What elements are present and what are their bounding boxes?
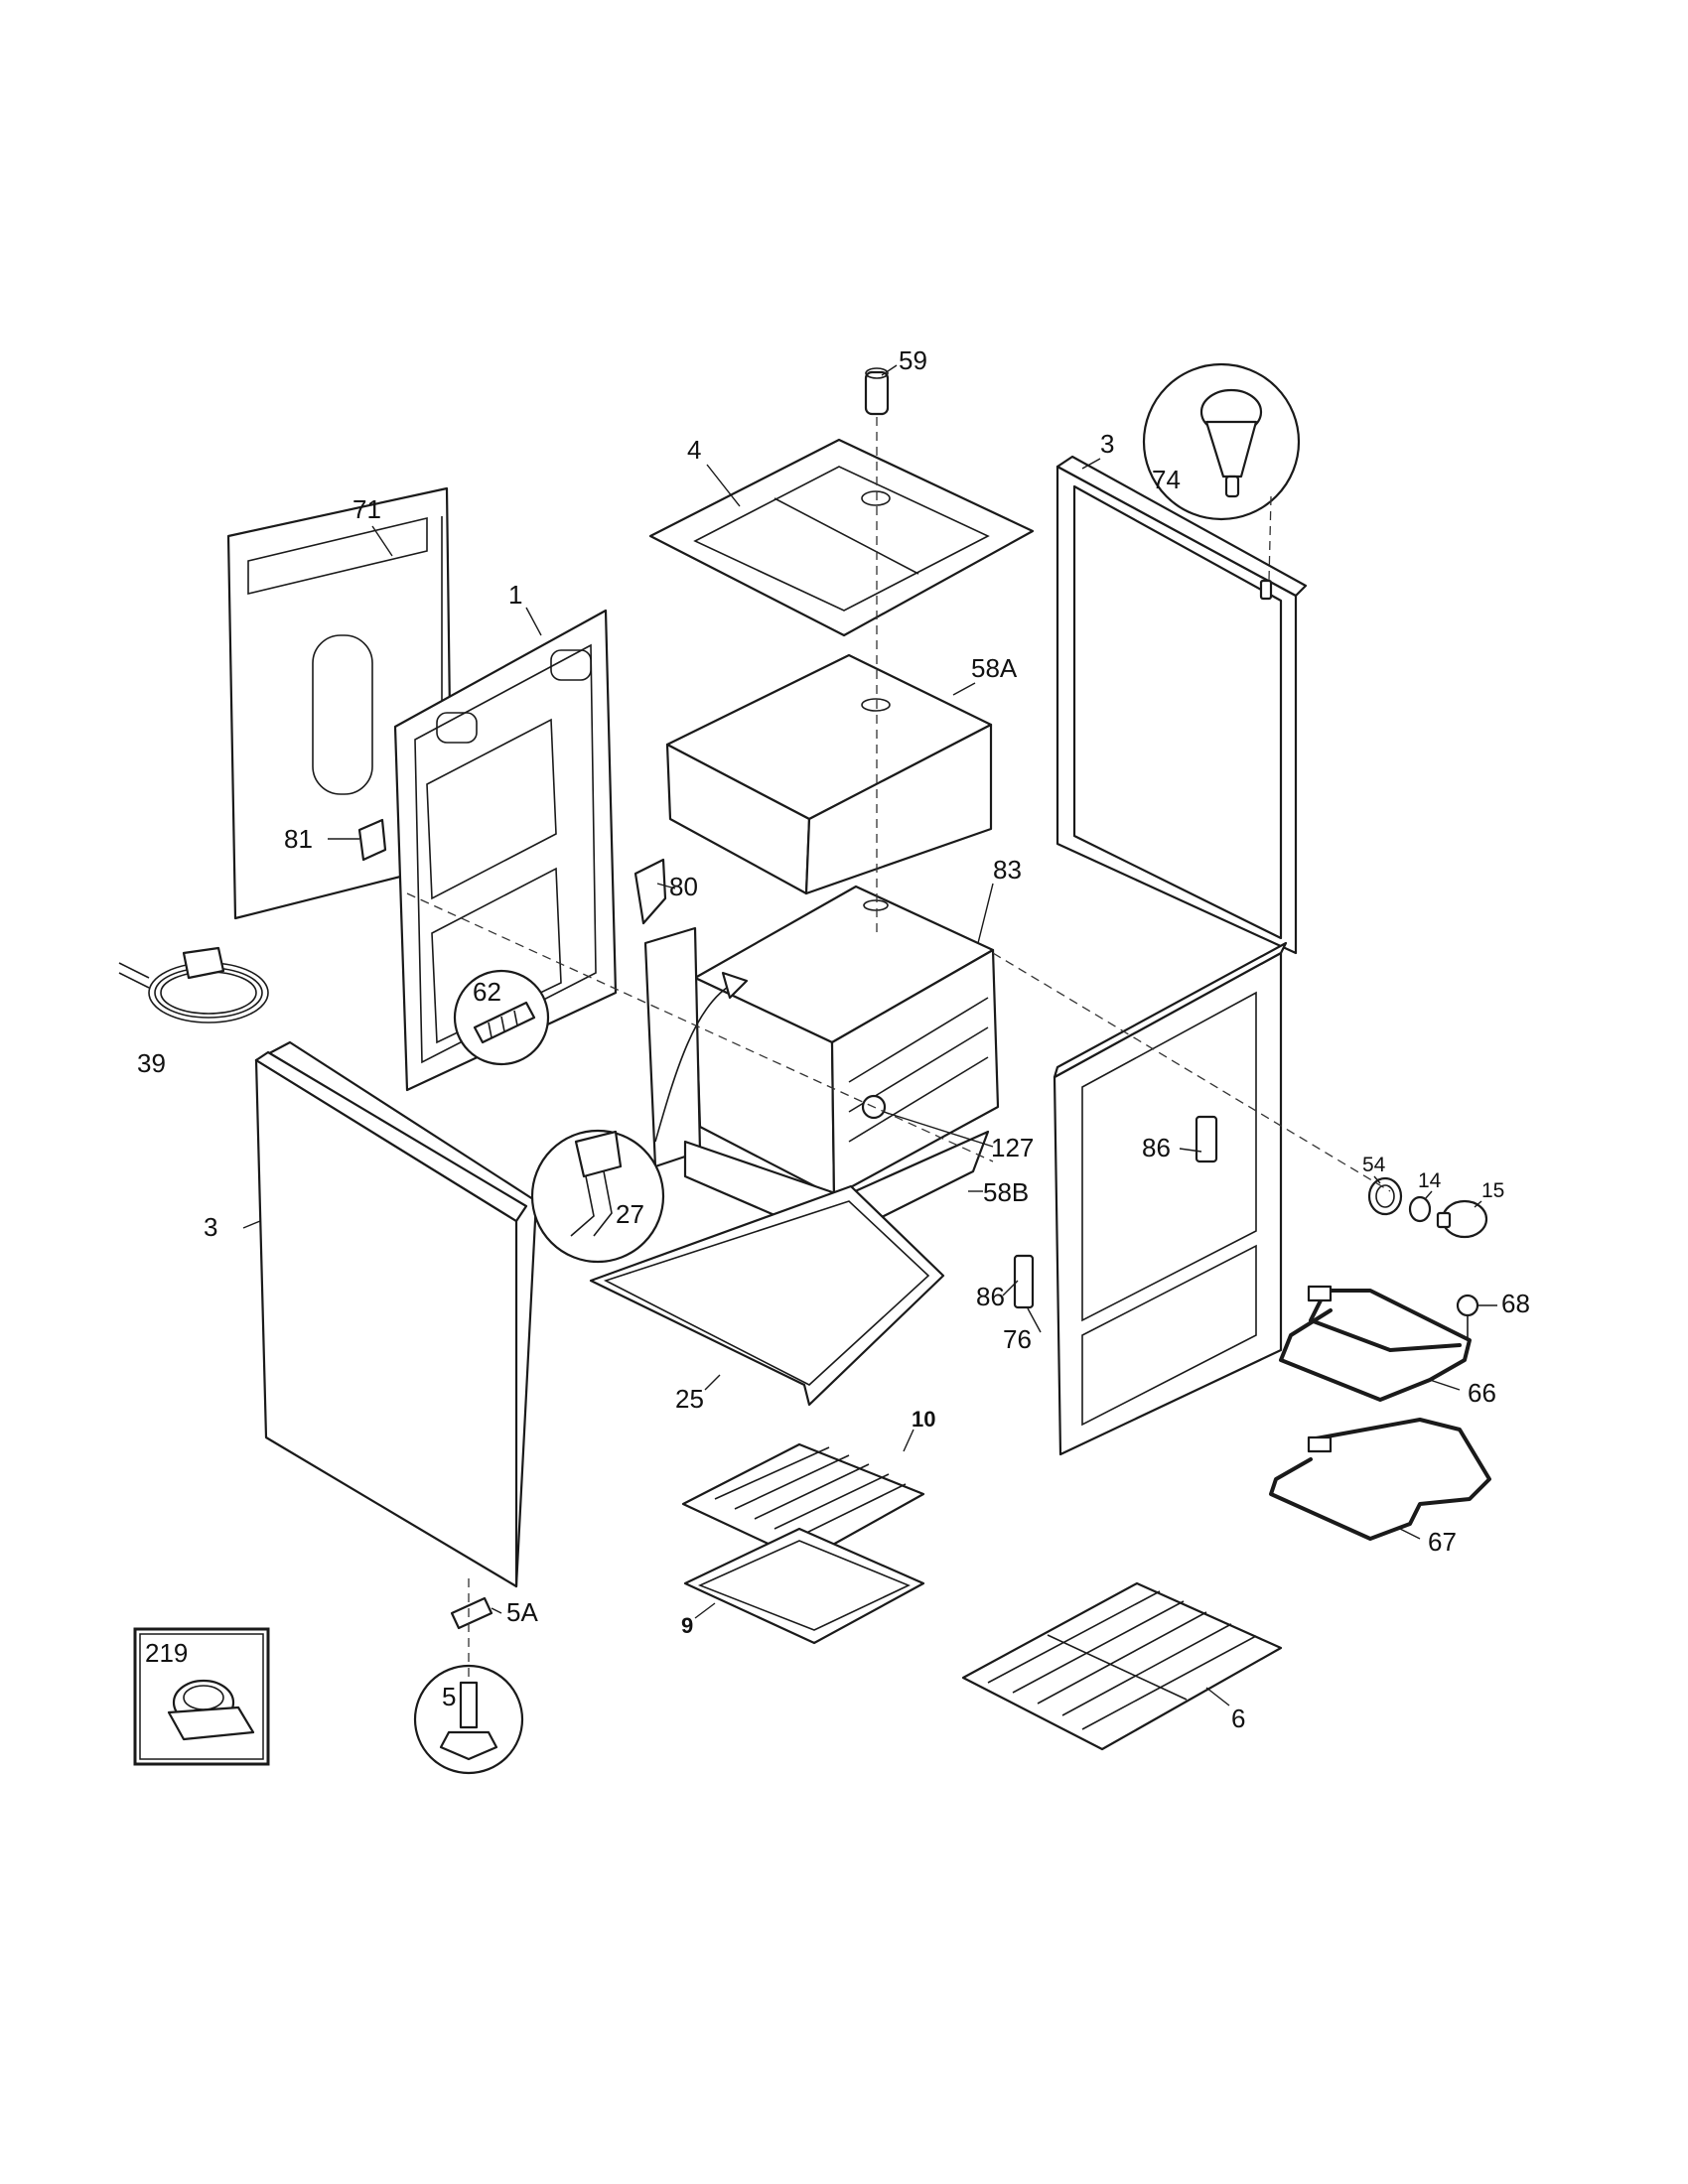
callout-15: 15 xyxy=(1481,1179,1504,1202)
part-76-front-panel xyxy=(1053,941,1288,1456)
part-39-power-cord xyxy=(118,946,269,1024)
callout-71: 71 xyxy=(352,494,381,524)
part-side-insulation xyxy=(643,926,702,1168)
part-3-front-frame xyxy=(1055,455,1308,955)
part-66-broil-element xyxy=(1279,1285,1472,1402)
callout-68: 68 xyxy=(1501,1289,1530,1318)
callout-39: 39 xyxy=(137,1048,166,1078)
callout-6: 6 xyxy=(1231,1704,1245,1733)
part-10-broiler-grid xyxy=(681,1442,925,1563)
part-86-hinge-upper xyxy=(1195,1115,1218,1163)
callout-127: 127 xyxy=(991,1133,1034,1162)
callout-14: 14 xyxy=(1418,1169,1442,1192)
alignment-lines xyxy=(406,417,1391,1678)
part-219-sensor-box xyxy=(133,1627,270,1766)
part-9-broiler-pan xyxy=(683,1527,925,1645)
part-80-bracket xyxy=(633,858,667,925)
callout-labels: 59 4 3 74 71 1 58A 81 80 83 39 62 127 86… xyxy=(137,345,1530,1733)
part-3-left-side-panel xyxy=(254,1040,538,1588)
leader-lines xyxy=(242,364,1497,1706)
part-62-terminal-block xyxy=(453,969,550,1066)
part-15-lamp-bulb xyxy=(1436,1199,1488,1239)
callout-4: 4 xyxy=(687,435,701,465)
callout-25: 25 xyxy=(675,1384,704,1414)
part-14-lamp-socket xyxy=(1408,1195,1432,1223)
part-4-top-panel xyxy=(648,438,1035,637)
callout-219: 219 xyxy=(145,1638,188,1668)
callout-83: 83 xyxy=(993,855,1022,885)
part-54-lamp-ring xyxy=(1367,1176,1403,1216)
callout-66: 66 xyxy=(1468,1378,1496,1408)
part-27-clip xyxy=(530,971,749,1264)
part-5A-spacer xyxy=(450,1596,493,1630)
part-5-leveling-leg xyxy=(413,1664,524,1775)
callout-81: 81 xyxy=(284,824,313,854)
part-86-hinge-lower xyxy=(1013,1254,1035,1309)
callout-3-top: 3 xyxy=(1100,429,1114,459)
callout-59: 59 xyxy=(899,345,927,375)
part-1-rear-inner-panel xyxy=(393,609,618,1092)
part-58A-top-insulation xyxy=(665,653,993,895)
part-59-fitting xyxy=(864,367,890,416)
callout-74: 74 xyxy=(1152,465,1181,494)
callout-27: 27 xyxy=(616,1199,644,1229)
callout-5: 5 xyxy=(442,1682,456,1711)
callout-58B: 58B xyxy=(983,1177,1029,1207)
part-74-knob xyxy=(1142,362,1301,601)
callout-67: 67 xyxy=(1428,1527,1457,1557)
part-25-bottom-panel xyxy=(589,1184,945,1407)
callout-80: 80 xyxy=(669,872,698,901)
callout-3-left: 3 xyxy=(204,1212,217,1242)
callout-5A: 5A xyxy=(506,1597,538,1627)
callout-54: 54 xyxy=(1362,1154,1386,1176)
part-68-clip xyxy=(1456,1294,1479,1340)
callout-58A: 58A xyxy=(971,653,1018,683)
callout-9: 9 xyxy=(681,1613,693,1638)
part-83-oven-cavity xyxy=(693,885,1000,1198)
callout-86-upper: 86 xyxy=(1142,1133,1171,1162)
part-81-clip xyxy=(357,818,387,862)
callout-10: 10 xyxy=(912,1407,935,1432)
part-6-oven-rack xyxy=(961,1581,1283,1751)
callout-1: 1 xyxy=(508,580,522,610)
callout-76: 76 xyxy=(1003,1324,1032,1354)
callout-62: 62 xyxy=(473,977,501,1007)
part-67-bake-element xyxy=(1269,1418,1491,1541)
callout-86-lower: 86 xyxy=(976,1282,1005,1311)
